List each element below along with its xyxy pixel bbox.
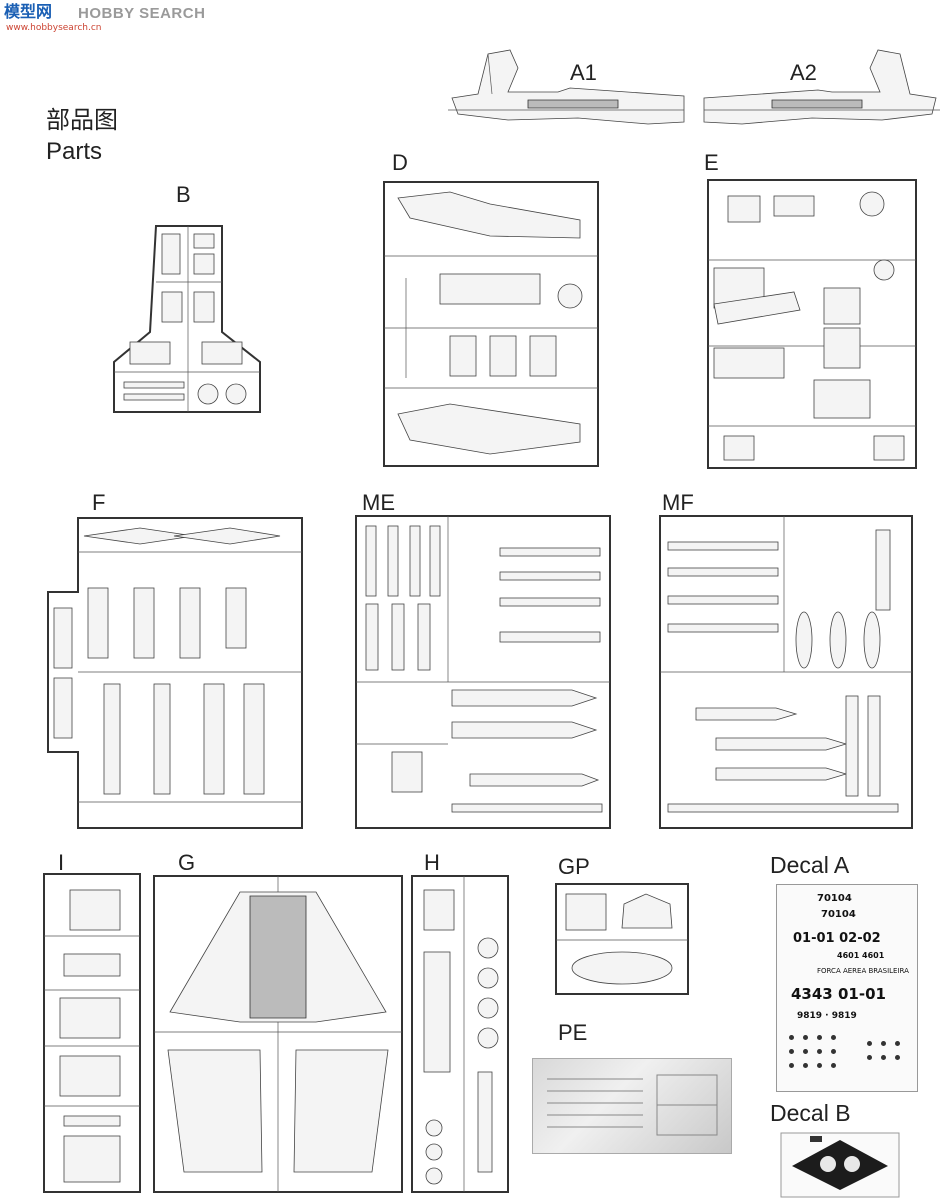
- page-title-cn: 部品图: [46, 106, 118, 134]
- sprue-mf: [659, 515, 913, 829]
- sprue-d: [383, 181, 599, 467]
- page-title-en: Parts: [46, 138, 103, 165]
- site-logo-cn: 模型网: [4, 2, 53, 21]
- sprue-i: [43, 873, 141, 1193]
- site-logo-en: HOBBY SEARCH: [78, 5, 206, 22]
- sprue-h: [411, 875, 509, 1193]
- decal-a-marking-4: 4601 4601: [837, 951, 885, 960]
- sprue-f: [47, 517, 303, 829]
- label-decal-a: Decal A: [770, 852, 850, 878]
- decal-sheet-a: 70104 70104 01-01 02-02 4601 4601 FORCA …: [776, 884, 918, 1092]
- label-sprue-b: B: [176, 182, 191, 207]
- decal-a-marking-6: 9819 · 9819: [797, 1011, 857, 1021]
- decal-a-marking-1: 70104: [817, 893, 852, 904]
- label-sprue-mf: MF: [662, 490, 694, 515]
- label-sprue-gp: GP: [558, 854, 590, 879]
- label-sprue-a2: A2: [790, 60, 817, 85]
- label-sprue-me: ME: [362, 490, 395, 515]
- label-decal-b: Decal B: [770, 1100, 851, 1126]
- decal-a-marking-2: 70104: [821, 909, 856, 920]
- sprue-g: [153, 875, 403, 1193]
- decal-a-marking-3: 01-01 02-02: [793, 931, 881, 946]
- site-logo-url: www.hobbysearch.cn: [6, 23, 102, 33]
- label-pe: PE: [558, 1020, 588, 1045]
- sprue-a1: [448, 49, 685, 125]
- sprue-gp: [555, 883, 689, 995]
- label-sprue-i: I: [58, 850, 65, 875]
- decal-a-marking-5: 4343 01-01: [791, 985, 886, 1003]
- label-sprue-g: G: [178, 850, 196, 875]
- sprue-e: [707, 179, 917, 469]
- sprue-a2: [703, 49, 940, 125]
- sprue-b: [113, 225, 261, 413]
- label-sprue-h: H: [424, 850, 440, 875]
- label-sprue-a1: A1: [570, 60, 597, 85]
- label-sprue-f: F: [92, 490, 106, 515]
- photo-etch-sheet: [532, 1058, 732, 1154]
- label-sprue-d: D: [392, 150, 408, 175]
- label-sprue-e: E: [704, 150, 719, 175]
- decal-a-force-text: FORCA AEREA BRASILEIRA: [817, 967, 909, 975]
- sprue-me: [355, 515, 611, 829]
- decal-sheet-b: [780, 1132, 900, 1198]
